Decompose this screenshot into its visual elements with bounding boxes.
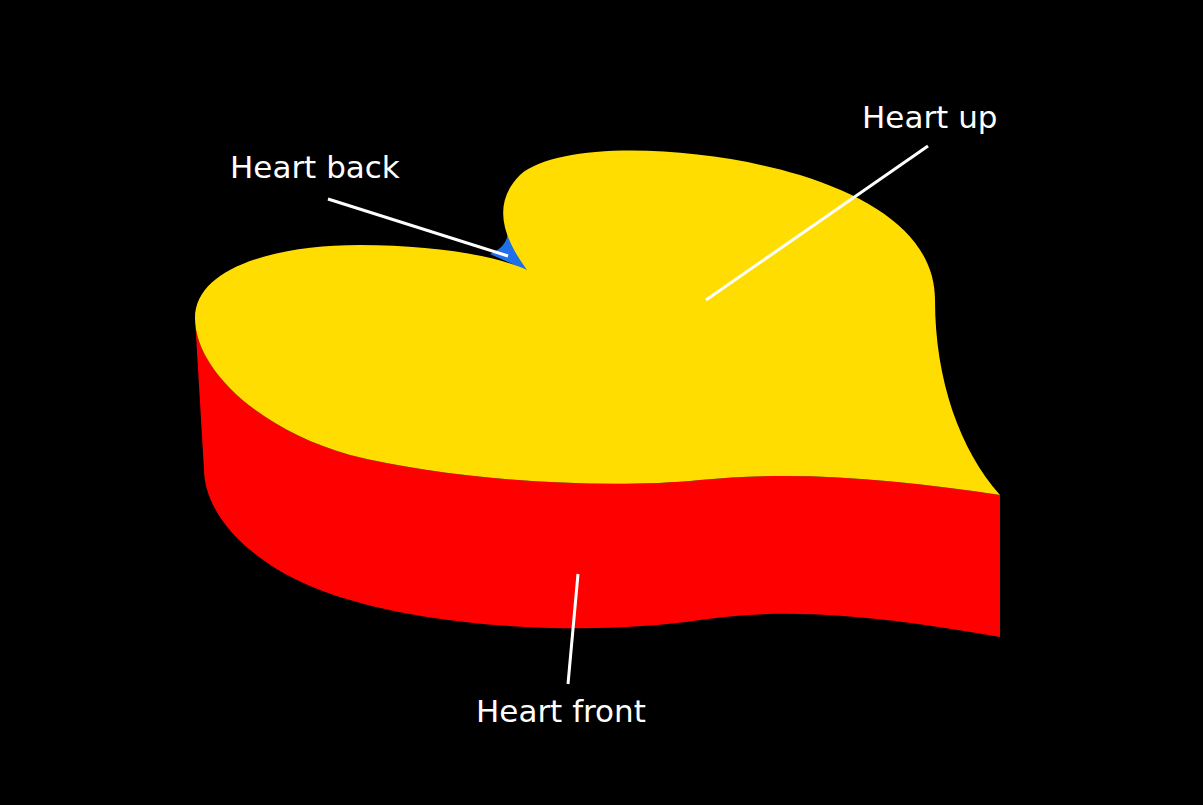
part-label: Heart up bbox=[862, 100, 997, 136]
leader-line bbox=[706, 146, 928, 300]
part-label: Heart front bbox=[476, 694, 646, 730]
leader-line bbox=[568, 574, 578, 684]
part-label: Heart back bbox=[230, 150, 400, 186]
leader-line bbox=[328, 199, 508, 256]
heart-top-face bbox=[195, 151, 1000, 495]
